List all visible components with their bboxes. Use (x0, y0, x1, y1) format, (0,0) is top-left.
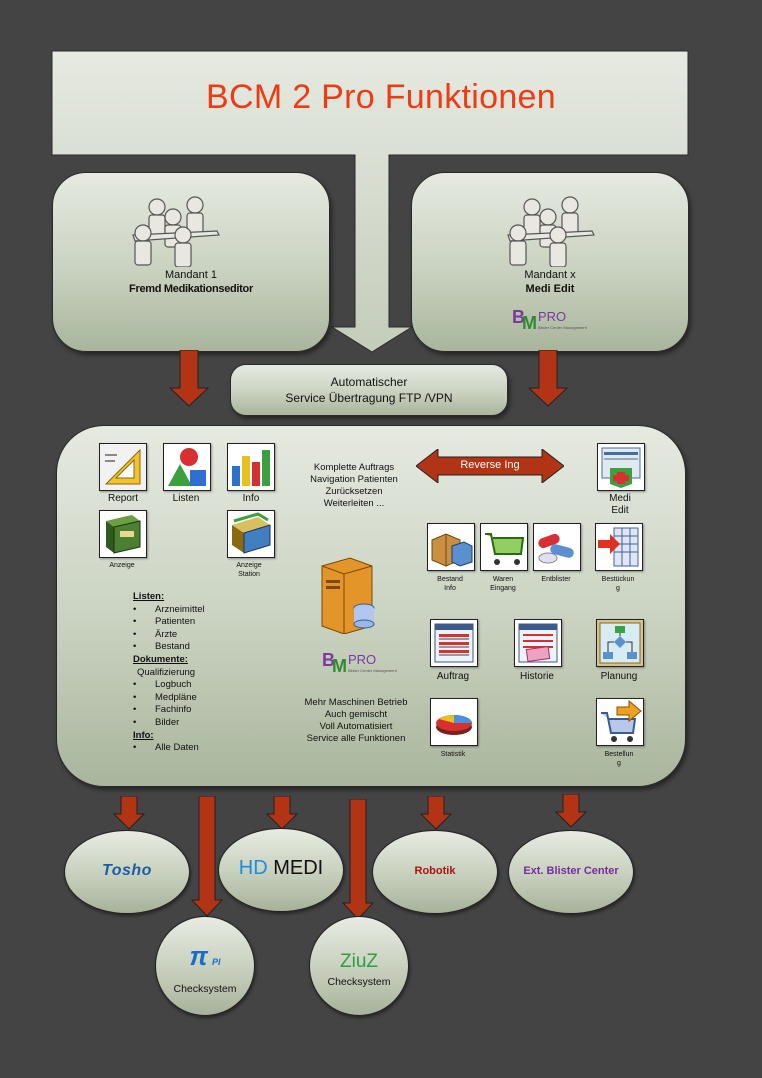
tosho-logo: Tosho (102, 862, 152, 879)
ziuz-checksystem-node: ZiuZ Checksystem (309, 916, 409, 1016)
info-header: Info: (133, 729, 154, 741)
tosho-node: Tosho (64, 830, 190, 914)
statistik-label: Statistik (440, 751, 466, 758)
down-arrow-right (529, 350, 569, 407)
mandantx-name: Medi Edit (525, 283, 575, 295)
arrow-to-pi-checksystem (191, 796, 223, 917)
service-box: Automatischer Service Übertragung FTP /V… (230, 364, 508, 416)
entblister-icon[interactable] (533, 523, 581, 571)
bcm-logo-center: B M PRO Blister Center Management (322, 650, 397, 676)
arrow-to-ziuz-checksystem (342, 799, 374, 920)
title-connector (51, 50, 689, 353)
reverse-label: Reverse Ing (460, 459, 520, 471)
planung-icon[interactable] (596, 619, 644, 667)
down-arrow-left (170, 350, 210, 407)
mandant1-name: Fremd Medikationseditor (129, 283, 253, 295)
listen-header: Listen: (133, 591, 165, 602)
entblister-label: Entblister (541, 576, 571, 583)
people-icon (132, 196, 220, 267)
arrow-to-hdmedi (266, 796, 298, 830)
pi-checksystem-label: Checksystem (173, 983, 237, 995)
robotik-node: Robotik (372, 830, 498, 914)
hdmedi-node: HD MEDI (218, 828, 344, 912)
dokumente-header: Dokumente: (133, 653, 188, 665)
anzeige-book-icon[interactable] (99, 510, 147, 558)
ext-blister-node: Ext. Blister Center (508, 830, 634, 914)
ziuz-logo: ZiuZ (340, 951, 378, 972)
reverse-double-arrow (416, 449, 564, 483)
bestellung-icon[interactable] (596, 698, 644, 746)
listen-label: Listen (172, 493, 200, 504)
feature-list: Listen: •Arzneimittel •Patienten •Ärzte … (133, 591, 205, 754)
anzeige-station-label-2: Station (238, 571, 260, 578)
statistik-icon[interactable] (430, 698, 478, 746)
mandant1-label: Mandant 1 (165, 269, 217, 281)
mandantx-panel: Mandant x Medi Edit B M PRO Blister Cent… (411, 172, 689, 352)
arrow-to-ext-blister (555, 794, 587, 828)
auftrag-label: Auftrag (436, 671, 470, 682)
service-line1: Automatischer (330, 375, 408, 389)
historie-icon[interactable] (514, 619, 562, 667)
bestand-info-icon[interactable] (427, 523, 475, 571)
bestueckung-icon[interactable] (595, 523, 643, 571)
robotik-label: Robotik (414, 865, 456, 877)
report-icon[interactable] (99, 443, 147, 491)
waren-eingang-icon[interactable] (480, 523, 528, 571)
medi-edit-label-1: Medi (609, 493, 631, 504)
anzeige-station-icon[interactable] (227, 510, 275, 558)
planung-label: Planung (600, 671, 638, 682)
ziuz-checksystem-label: Checksystem (327, 976, 391, 988)
server-icon (321, 557, 375, 634)
people-icon (507, 196, 595, 267)
info-label: Info (242, 493, 260, 504)
anzeige-label: Anzeige (109, 562, 135, 569)
anzeige-station-label-1: Anzeige (236, 562, 262, 569)
mandant1-panel: Mandant 1 Fremd Medikationseditor (52, 172, 330, 352)
page-title: BCM 2 Pro Funktionen (206, 78, 556, 116)
ext-blister-label: Ext. Blister Center (523, 865, 619, 877)
service-line2: Service Übertragung FTP /VPN (285, 391, 453, 405)
arrow-to-robotik (420, 796, 452, 830)
auftrag-icon[interactable] (430, 619, 478, 667)
info-chart-icon[interactable] (227, 443, 275, 491)
hdmedi-logo: HD MEDI (238, 857, 324, 879)
historie-label: Historie (520, 671, 554, 682)
arrow-to-tosho (113, 796, 145, 830)
mandantx-label: Mandant x (524, 269, 576, 281)
medi-edit-label-2: Edit (611, 505, 629, 516)
medi-edit-icon[interactable] (597, 443, 645, 491)
listen-icon[interactable] (163, 443, 211, 491)
report-label: Report (107, 493, 138, 504)
bcm-logo: B M PRO Blister Center Management (512, 307, 587, 333)
